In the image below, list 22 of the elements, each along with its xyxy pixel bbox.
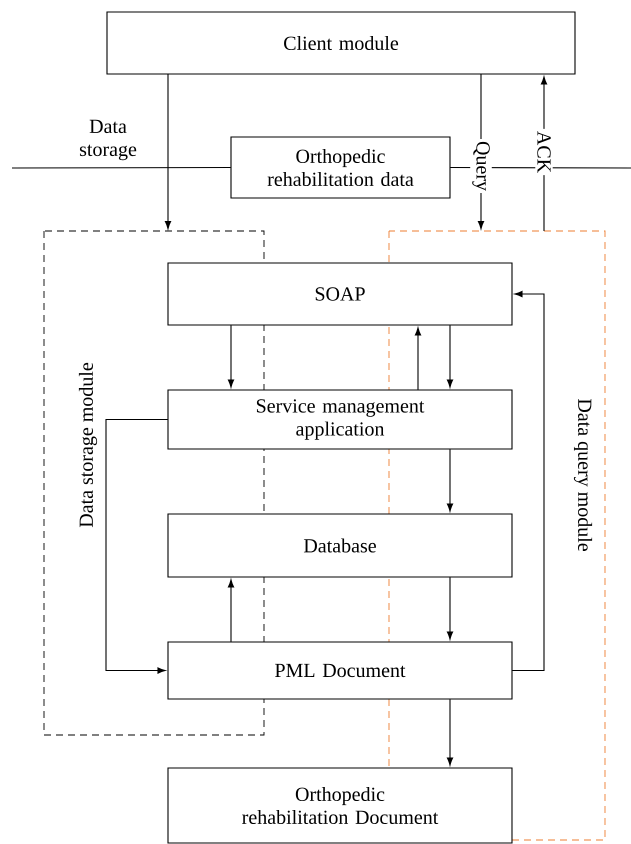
arrow	[446, 326, 454, 388]
arrow	[446, 700, 454, 766]
label-text: Data storage module	[78, 362, 98, 528]
process-box: PML Document	[167, 641, 513, 700]
arrow	[446, 450, 454, 512]
process-box: Client module	[106, 11, 576, 75]
process-box: Service management application	[167, 389, 513, 450]
edge-label: Query	[470, 139, 492, 193]
arrow	[164, 74, 172, 230]
arrow	[446, 578, 454, 640]
arrow	[512, 290, 545, 672]
process-box: Database	[167, 513, 513, 578]
arrow	[228, 579, 234, 642]
arrow	[414, 327, 422, 390]
process-box: SOAP	[167, 262, 513, 326]
label-text: Data storage	[80, 120, 136, 160]
label-text: Data query module	[574, 398, 592, 551]
process-box: Orthopedic rehabilitation Document	[167, 767, 513, 844]
edge-label: ACK	[535, 128, 553, 176]
process-box: Orthopedic rehabilitation data	[230, 136, 451, 199]
arrow	[228, 326, 234, 388]
arrow	[105, 418, 168, 674]
